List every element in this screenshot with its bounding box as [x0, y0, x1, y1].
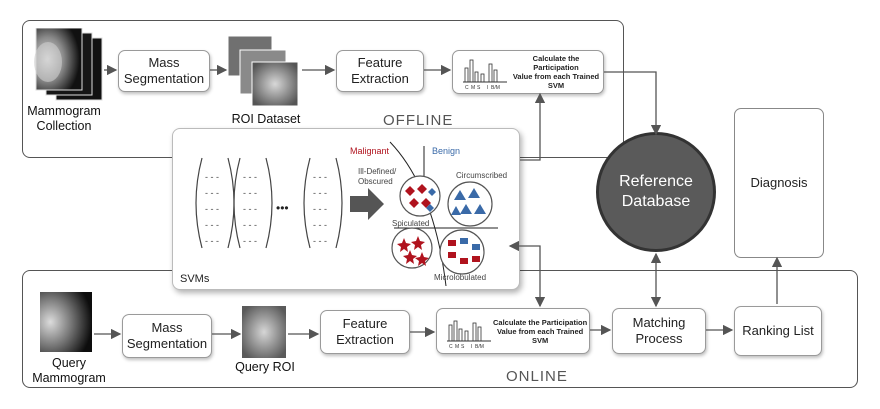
offline-participation-text: Calculate the Participation Value from e… [512, 54, 600, 90]
reference-database: Reference Database [596, 132, 716, 252]
svg-text:- - -: - - - [243, 188, 257, 198]
roi-dataset-images [227, 35, 300, 108]
svg-text:- - -: - - - [243, 220, 257, 230]
online-mass-segmentation-box: Mass Segmentation [122, 314, 212, 358]
reference-database-label: Reference Database [619, 173, 693, 210]
offline-axis-m: M [471, 85, 475, 91]
diagnosis-box: Diagnosis [734, 108, 824, 258]
svms-label: SVMs [180, 273, 210, 285]
circumscribed-label: Circumscribed [456, 171, 507, 180]
query-roi-label: Query ROI [235, 360, 295, 374]
ranking-list-box: Ranking List [734, 306, 822, 356]
svm-ellipsis: ••• [276, 201, 289, 215]
online-axis-c: C [449, 344, 453, 350]
query-roi-image [242, 306, 286, 358]
microlobulated-label: Microlobulated [434, 273, 486, 282]
svg-text:- - -: - - - [313, 204, 327, 214]
query-mammogram-image [40, 292, 92, 352]
svg-text:- - -: - - - [205, 220, 219, 230]
svg-text:- - -: - - - [243, 204, 257, 214]
offline-axis-c: C [465, 85, 469, 91]
online-participation-chart-icon: C M S I B/M [447, 320, 491, 350]
svg-text:- - -: - - - [313, 188, 327, 198]
benign-label: Benign [432, 146, 460, 156]
offline-feature-extraction-box: Feature Extraction [336, 50, 424, 92]
svg-text:- - -: - - - [313, 236, 327, 246]
online-axis-bm: B/M [475, 344, 484, 350]
offline-axis-s: S [477, 85, 481, 91]
online-feature-extraction-box: Feature Extraction [320, 310, 410, 354]
matching-process-box: Matching Process [612, 308, 706, 354]
online-participation-text: Calculate the Participation Value from e… [493, 317, 588, 345]
online-axis-m: M [455, 344, 459, 350]
svm-arrow [350, 188, 384, 220]
offline-participation-chart-icon: C M S I B/M [463, 59, 507, 91]
svg-text:- - -: - - - [313, 172, 327, 182]
diagnosis-label: Diagnosis [750, 175, 808, 190]
query-mammogram-label: Query Mammogram [32, 356, 106, 385]
mammogram-collection-label: Mammogram Collection [27, 104, 101, 133]
mammogram-collection-images [34, 27, 104, 104]
svg-text:- - -: - - - [205, 188, 219, 198]
online-axis-s: S [461, 344, 465, 350]
offline-title: OFFLINE [383, 112, 454, 129]
online-participation-box: C M S I B/M Calculate the Participation … [436, 308, 590, 354]
ill-defined-label-1: Ill-Defined/ [358, 167, 397, 176]
online-title: ONLINE [506, 368, 568, 385]
offline-axis-i: I [487, 85, 488, 91]
svg-text:- - -: - - - [243, 236, 257, 246]
svg-text:- - -: - - - [243, 172, 257, 182]
ill-defined-label-2: Obscured [358, 177, 393, 186]
offline-mass-segmentation-box: Mass Segmentation [118, 50, 210, 92]
offline-axis-bm: B/M [491, 85, 500, 91]
svm-panel-graphics: - - - - - - - - - - - - - - - - - - - - - - - … [172, 128, 518, 288]
spiculated-label: Spiculated [392, 219, 429, 228]
svg-text:- - -: - - - [205, 172, 219, 182]
roi-dataset-label: ROI Dataset [231, 112, 301, 126]
svg-text:- - -: - - - [313, 220, 327, 230]
svg-text:- - -: - - - [205, 204, 219, 214]
svg-text:- - -: - - - [205, 236, 219, 246]
online-axis-i: I [471, 344, 472, 350]
offline-participation-box: C M S I B/M Calculate the Participation … [452, 50, 604, 94]
svm-vectors [195, 157, 343, 249]
malignant-label: Malignant [350, 146, 390, 156]
